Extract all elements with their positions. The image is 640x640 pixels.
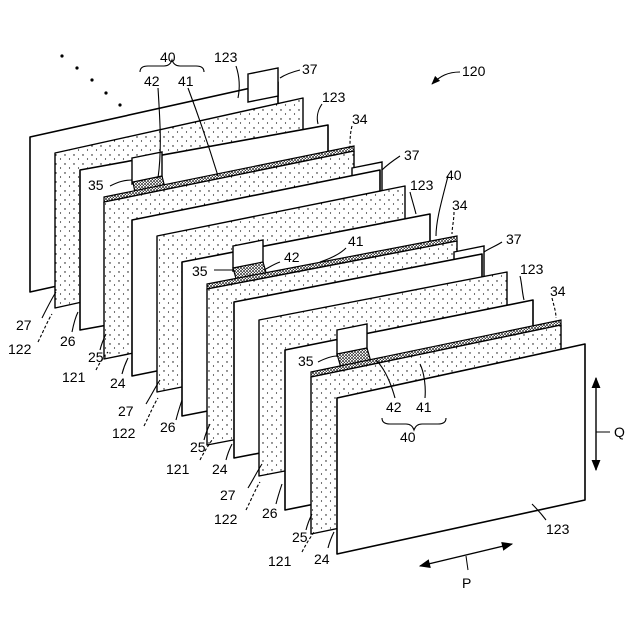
- label-42-top: 42: [144, 73, 160, 89]
- label-120: 120: [462, 63, 486, 79]
- label-122-b: 122: [112, 425, 136, 441]
- tab-37-back: [248, 68, 278, 102]
- label-25-c: 25: [292, 529, 308, 545]
- label-123-frontmost: 123: [546, 521, 570, 537]
- label-25-a: 25: [88, 349, 104, 365]
- label-42-middle: 42: [284, 249, 300, 265]
- label-34-a: 34: [352, 111, 368, 127]
- label-27-c: 27: [220, 487, 236, 503]
- label-24-a: 24: [110, 375, 126, 391]
- label-37-top: 37: [302, 61, 318, 77]
- label-42-bottom: 42: [386, 399, 402, 415]
- label-35-a: 35: [88, 177, 104, 193]
- label-40-middle: 40: [446, 167, 462, 183]
- label-121-c: 121: [268, 553, 292, 569]
- label-p: P: [462, 575, 471, 591]
- label-24-c: 24: [314, 551, 330, 567]
- label-37-front: 37: [506, 231, 522, 247]
- label-26-b: 26: [160, 419, 176, 435]
- label-123-b: 123: [322, 89, 346, 105]
- label-26-a: 26: [60, 333, 76, 349]
- label-122-a: 122: [8, 341, 32, 357]
- label-27-a: 27: [16, 317, 32, 333]
- label-41-middle: 41: [348, 233, 364, 249]
- label-26-c: 26: [262, 505, 278, 521]
- label-122-c: 122: [214, 511, 238, 527]
- label-q: Q: [614, 424, 625, 440]
- label-121-a: 121: [62, 369, 86, 385]
- label-25-b: 25: [190, 439, 206, 455]
- label-24-b: 24: [212, 461, 228, 477]
- label-41-top: 41: [178, 73, 194, 89]
- label-40-bottom: 40: [400, 429, 416, 445]
- label-41-bottom: 41: [416, 399, 432, 415]
- label-34-b: 34: [452, 197, 468, 213]
- label-34-c: 34: [550, 283, 566, 299]
- label-123-middle: 123: [410, 177, 434, 193]
- label-123-top: 123: [214, 49, 238, 65]
- label-27-b: 27: [118, 403, 134, 419]
- direction-arrow-p: [420, 544, 512, 570]
- label-121-b: 121: [166, 461, 190, 477]
- label-35-c: 35: [298, 353, 314, 369]
- label-35-b: 35: [192, 263, 208, 279]
- direction-arrow-q: [596, 378, 610, 470]
- continuation-dots: [60, 54, 121, 106]
- label-40-top: 40: [160, 49, 176, 65]
- label-37-middle: 37: [404, 147, 420, 163]
- label-123-front: 123: [520, 261, 544, 277]
